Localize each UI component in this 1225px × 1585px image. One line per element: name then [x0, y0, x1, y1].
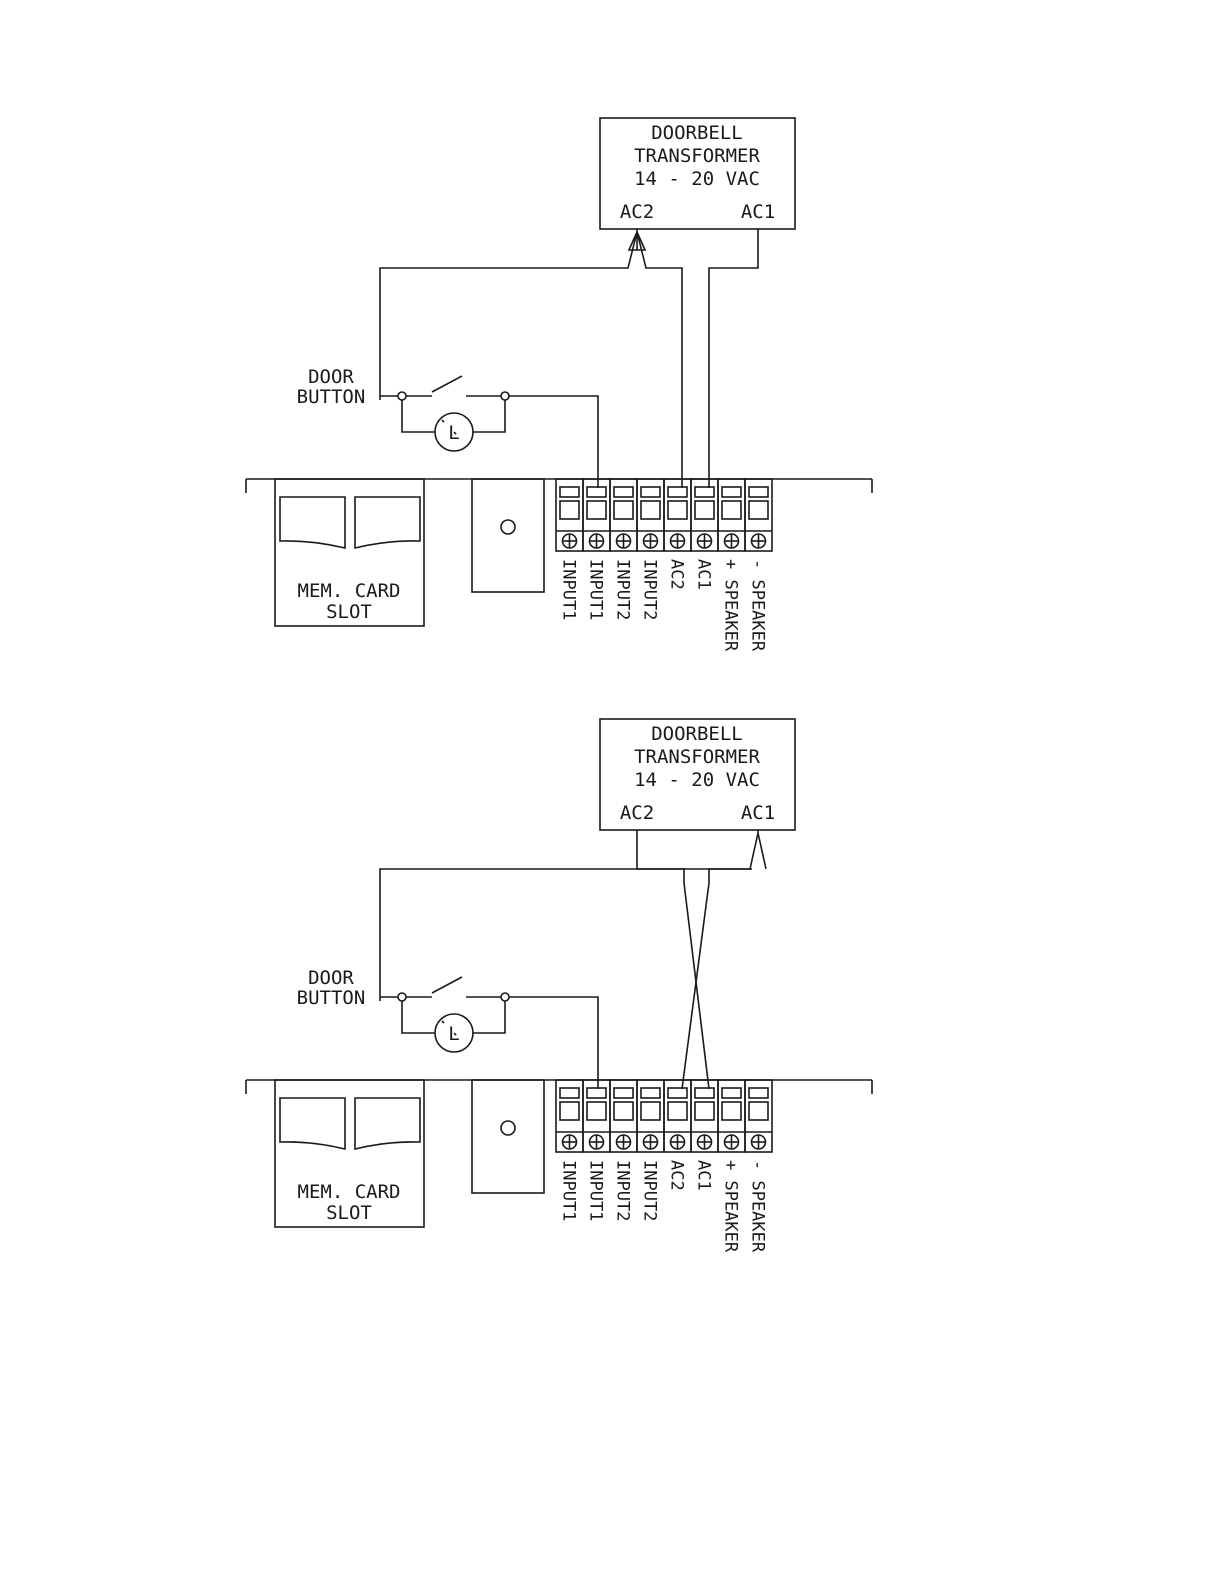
- terminal-label: + SPEAKER: [721, 559, 741, 652]
- terminal-label: + SPEAKER: [721, 1160, 741, 1253]
- transformer-ac2-label: AC2: [620, 802, 654, 824]
- diagram-straight-wiring: DOORBELL TRANSFORMER 14 - 20 VAC AC2 AC1…: [246, 118, 872, 652]
- wires: [380, 830, 766, 1089]
- terminal-6: AC1: [691, 1080, 718, 1191]
- terminal-3: INPUT2: [610, 1080, 637, 1221]
- terminal-label: INPUT1: [586, 559, 606, 620]
- terminal-5: AC2: [664, 1080, 691, 1191]
- transformer-voltage: 14 - 20 VAC: [634, 769, 760, 791]
- lamp-symbol: L: [448, 422, 459, 444]
- terminal-label: AC2: [667, 559, 687, 590]
- ac1-crossed-wire: [682, 869, 752, 1089]
- controller-panel: MEM. CARD SLOT INPUT1 INPUT1 INPUT2 INPUT2 A…: [246, 479, 872, 652]
- indicator-circle: [501, 520, 515, 534]
- terminal-5: AC2: [664, 479, 691, 590]
- input1-wire: [505, 997, 598, 1089]
- terminal-1: INPUT1: [556, 479, 583, 620]
- terminal-label: INPUT2: [613, 559, 633, 620]
- controller-panel: MEM. CARD SLOT INPUT1 INPUT1 INPUT2 INPUT2 A…: [246, 1080, 872, 1253]
- terminal-3: INPUT2: [610, 479, 637, 620]
- transformer-subtitle: TRANSFORMER: [634, 746, 760, 768]
- button-label: BUTTON: [297, 386, 366, 408]
- switch-lever: [432, 376, 462, 392]
- transformer-box: DOORBELL TRANSFORMER 14 - 20 VAC AC2 AC1: [600, 719, 795, 830]
- transformer-box: DOORBELL TRANSFORMER 14 - 20 VAC AC2 AC1: [600, 118, 795, 229]
- terminal-strip: INPUT1 INPUT1 INPUT2 INPUT2 AC2 AC1 + SPEAKER-…: [556, 1080, 772, 1253]
- diagram-crossed-wiring: DOORBELL TRANSFORMER 14 - 20 VAC AC2 AC1…: [246, 719, 872, 1253]
- input1-wire: [505, 396, 598, 488]
- memory-card-slot: MEM. CARD SLOT: [275, 1080, 424, 1227]
- terminal-label: INPUT2: [613, 1160, 633, 1221]
- transformer-title: DOORBELL: [651, 122, 743, 144]
- terminal-8: - SPEAKER: [745, 479, 772, 652]
- terminal-strip: INPUT1 INPUT1 INPUT2 INPUT2 AC2 AC1 + SPEAKER-…: [556, 479, 772, 652]
- terminal-2: INPUT1: [583, 1080, 610, 1221]
- switch-terminal-right: [501, 993, 509, 1001]
- terminal-label: - SPEAKER: [748, 1160, 768, 1253]
- terminal-label: AC2: [667, 1160, 687, 1191]
- terminal-1: INPUT1: [556, 1080, 583, 1221]
- mem-card-label: MEM. CARD: [298, 1181, 401, 1203]
- switch-terminal-left: [398, 392, 406, 400]
- terminal-label: INPUT2: [640, 559, 660, 620]
- wires: [380, 229, 758, 488]
- door-label: DOOR: [308, 967, 354, 989]
- terminal-label: INPUT2: [640, 1160, 660, 1221]
- mem-card-label: MEM. CARD: [298, 580, 401, 602]
- terminal-label: AC1: [694, 559, 714, 590]
- terminal-7: + SPEAKER: [718, 1080, 745, 1253]
- transformer-voltage: 14 - 20 VAC: [634, 168, 760, 190]
- indicator-block: [472, 1080, 544, 1193]
- switch-terminal-left: [398, 993, 406, 1001]
- ac2-wire: [380, 232, 682, 488]
- door-button-switch: DOOR BUTTON L: [297, 967, 509, 1052]
- terminal-label: - SPEAKER: [748, 559, 768, 652]
- transformer-ac2-label: AC2: [620, 201, 654, 223]
- lamp-symbol: L: [448, 1023, 459, 1045]
- transformer-subtitle: TRANSFORMER: [634, 145, 760, 167]
- slot-label: SLOT: [326, 601, 372, 623]
- button-label: BUTTON: [297, 987, 366, 1009]
- terminal-2: INPUT1: [583, 479, 610, 620]
- ac1-wire: [709, 229, 758, 488]
- indicator-circle: [501, 1121, 515, 1135]
- indicator-block: [472, 479, 544, 592]
- transformer-ac1-label: AC1: [741, 201, 775, 223]
- terminal-label: INPUT1: [559, 559, 579, 620]
- switch-terminal-right: [501, 392, 509, 400]
- door-label: DOOR: [308, 366, 354, 388]
- memory-card-slot: MEM. CARD SLOT: [275, 479, 424, 626]
- switch-lever: [432, 977, 462, 993]
- slot-label: SLOT: [326, 1202, 372, 1224]
- terminal-label: INPUT1: [586, 1160, 606, 1221]
- terminal-4: INPUT2: [637, 1080, 664, 1221]
- transformer-ac1-label: AC1: [741, 802, 775, 824]
- ac1-wire: [380, 833, 766, 1001]
- transformer-title: DOORBELL: [651, 723, 743, 745]
- terminal-label: AC1: [694, 1160, 714, 1191]
- terminal-4: INPUT2: [637, 479, 664, 620]
- terminal-8: - SPEAKER: [745, 1080, 772, 1253]
- terminal-6: AC1: [691, 479, 718, 590]
- terminal-7: + SPEAKER: [718, 479, 745, 652]
- terminal-label: INPUT1: [559, 1160, 579, 1221]
- door-button-switch: DOOR BUTTON L: [297, 366, 509, 451]
